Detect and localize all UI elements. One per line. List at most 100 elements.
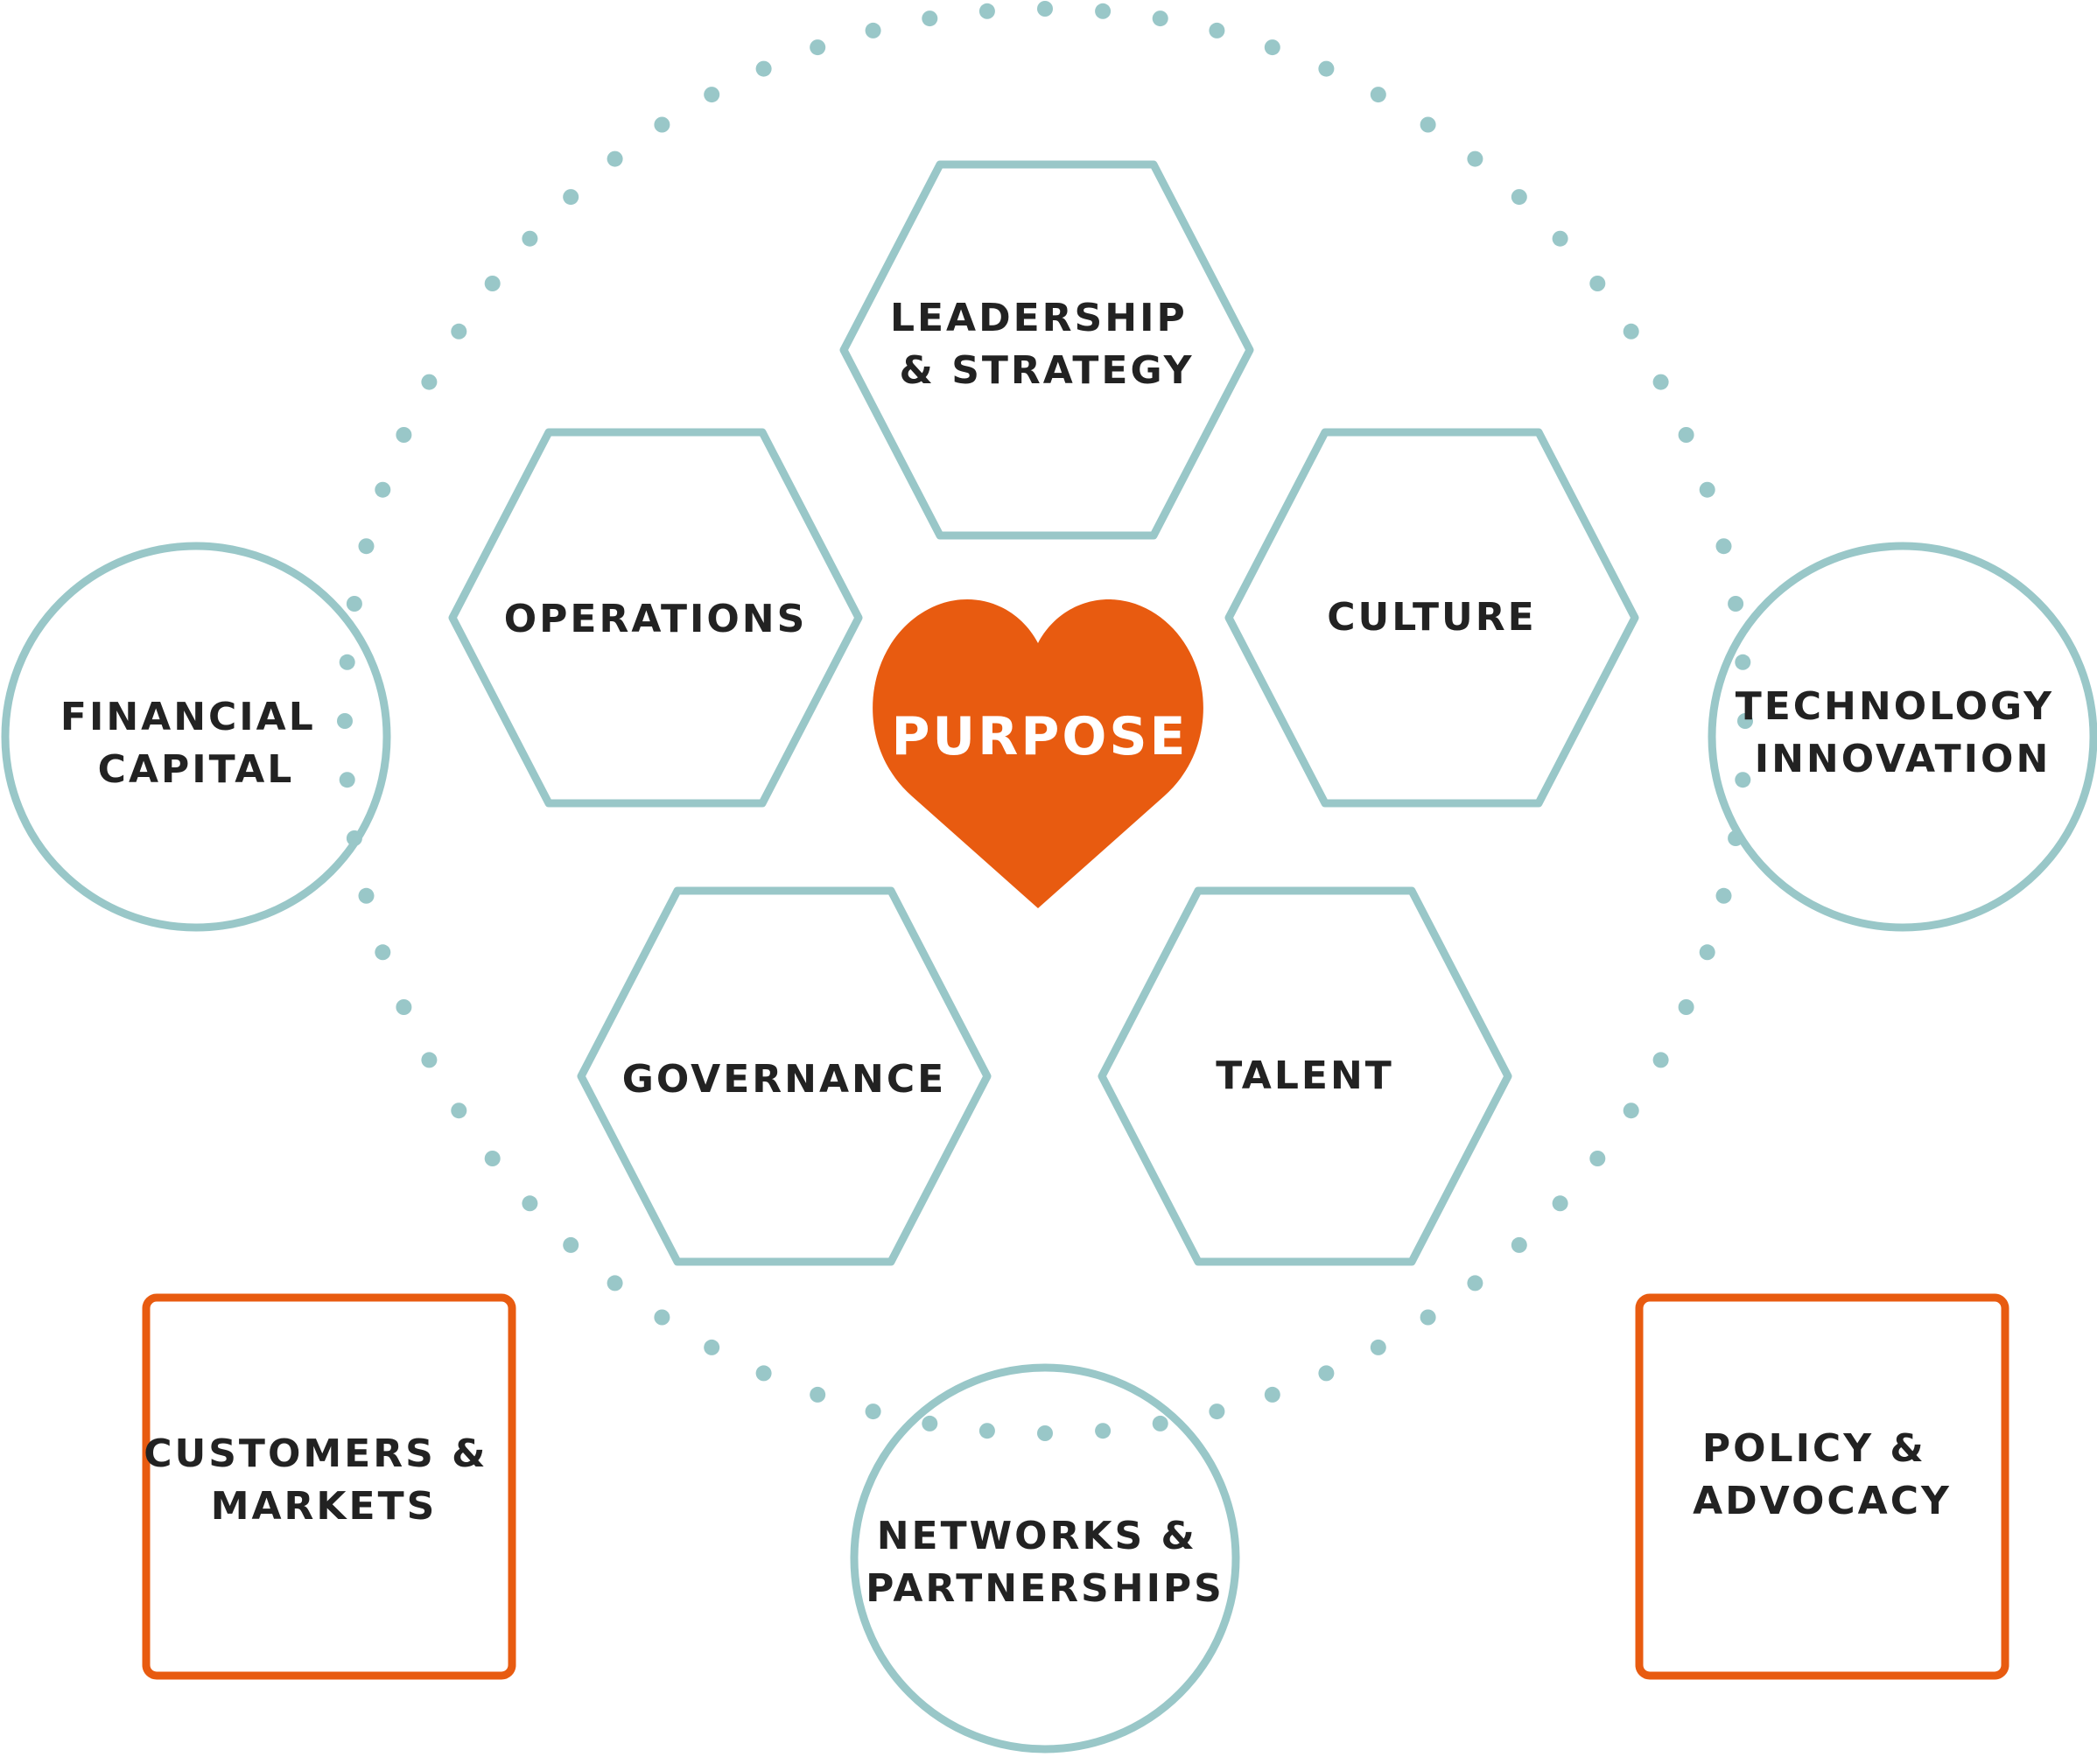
hexagon-talent: TALENT bbox=[1098, 886, 1512, 1266]
ring-dot bbox=[358, 538, 375, 555]
ring-dot bbox=[337, 713, 353, 729]
circle-label: NETWORKS & PARTNERSHIPS bbox=[866, 1514, 1224, 1611]
ring-dot bbox=[346, 596, 362, 612]
square-policy-advocacy: POLICY & ADVOCACY bbox=[1635, 1293, 2009, 1680]
ring-dot bbox=[375, 944, 391, 961]
ring-dot bbox=[1420, 116, 1436, 133]
ring-dot bbox=[1728, 596, 1744, 612]
hexagon-label: LEADERSHIP & STRATEGY bbox=[890, 296, 1203, 393]
ring-dot bbox=[704, 87, 720, 103]
ring-dot bbox=[1209, 22, 1225, 38]
ring-dot bbox=[1037, 1, 1053, 17]
ring-dot bbox=[978, 3, 995, 19]
ring-dot bbox=[755, 60, 772, 77]
ring-dot bbox=[1370, 87, 1386, 103]
ring-dot bbox=[563, 189, 579, 206]
ring-dot bbox=[978, 1423, 995, 1439]
ring-dot bbox=[484, 276, 501, 291]
ring-dot bbox=[922, 1415, 938, 1432]
ring-dot bbox=[339, 654, 355, 670]
ring-dot bbox=[339, 772, 355, 788]
square-customers-markets: CUSTOMERS & MARKETS bbox=[142, 1293, 516, 1680]
ring-dot bbox=[451, 323, 467, 340]
hexagon-shape bbox=[577, 886, 992, 1266]
ring-dot bbox=[1623, 323, 1639, 340]
square-label: POLICY & ADVOCACY bbox=[1693, 1426, 1952, 1523]
hexagon-culture: CULTURE bbox=[1224, 428, 1639, 808]
ring-dot bbox=[1467, 1275, 1483, 1292]
label-line: ADVOCACY bbox=[1693, 1479, 1952, 1523]
purpose-heart: PURPOSE bbox=[873, 599, 1203, 908]
heart-icon bbox=[873, 599, 1203, 908]
ring-dot bbox=[865, 22, 881, 38]
ring-dot bbox=[704, 1339, 720, 1355]
ring-dot bbox=[421, 1052, 438, 1068]
ring-dot bbox=[1652, 1052, 1669, 1068]
ring-dot bbox=[1552, 230, 1568, 247]
ring-dot bbox=[1511, 1236, 1527, 1253]
ring-dot bbox=[1264, 39, 1280, 56]
ring-dot bbox=[1589, 1151, 1606, 1166]
label-line: TALENT bbox=[1216, 1054, 1394, 1098]
ring-dot bbox=[396, 999, 412, 1015]
ring-dot bbox=[810, 1386, 826, 1403]
label-line: CAPITAL bbox=[98, 747, 295, 792]
ring-dot bbox=[1152, 1415, 1168, 1432]
hexagon-label: CULTURE bbox=[1327, 595, 1536, 640]
ring-dot bbox=[1652, 374, 1669, 390]
ring-dot bbox=[522, 230, 538, 247]
hexagon-leadership-strategy: LEADERSHIP & STRATEGY bbox=[839, 160, 1254, 540]
label-line: FINANCIAL bbox=[60, 695, 316, 739]
ring-dot bbox=[1715, 538, 1732, 555]
ring-dot bbox=[1511, 189, 1527, 206]
ring-dot bbox=[654, 1309, 670, 1326]
hexagon-shape bbox=[839, 160, 1254, 540]
ring-dot bbox=[922, 10, 938, 27]
ring-dot bbox=[1678, 427, 1694, 443]
label-line: MARKETS bbox=[211, 1484, 438, 1529]
hexagon-label: TALENT bbox=[1216, 1054, 1394, 1098]
ring-dot bbox=[607, 1275, 623, 1292]
ring-dot bbox=[484, 1151, 501, 1166]
ring-dot bbox=[396, 427, 412, 443]
ring-dot bbox=[1589, 276, 1606, 291]
ring-dot bbox=[1209, 1404, 1225, 1420]
ring-dot bbox=[563, 1236, 579, 1253]
hexagon-label: GOVERNANCE bbox=[622, 1057, 946, 1102]
ring-dot bbox=[421, 374, 438, 390]
label-line: CUSTOMERS & bbox=[144, 1432, 487, 1476]
ring-dot bbox=[1370, 1339, 1386, 1355]
ring-dot bbox=[1264, 1386, 1280, 1403]
label-line: INNOVATION bbox=[1755, 737, 2051, 781]
label-line: TECHNOLOGY bbox=[1736, 684, 2054, 729]
label-line: POLICY & bbox=[1702, 1426, 1926, 1471]
ring-dot bbox=[375, 481, 391, 498]
hexagon-shape bbox=[1224, 428, 1639, 808]
hexagon-operations: OPERATIONS bbox=[448, 428, 863, 808]
ring-dot bbox=[654, 116, 670, 133]
ring-dot bbox=[1678, 999, 1694, 1015]
ring-dot bbox=[1737, 713, 1753, 729]
label-line: & STRATEGY bbox=[900, 348, 1195, 393]
circle-financial-capital: FINANCIAL CAPITAL bbox=[1, 542, 391, 932]
ring-dot bbox=[1318, 1365, 1335, 1382]
ring-dot bbox=[1715, 887, 1732, 904]
ring-dot bbox=[607, 150, 623, 167]
square-label: CUSTOMERS & MARKETS bbox=[144, 1432, 504, 1529]
ring-dot bbox=[1152, 10, 1168, 27]
ring-dot bbox=[755, 1365, 772, 1382]
ring-dot bbox=[1318, 60, 1335, 77]
label-line: NETWORKS & bbox=[877, 1514, 1197, 1558]
ring-dot bbox=[1420, 1309, 1436, 1326]
ring-dot bbox=[1735, 654, 1751, 670]
ring-dot bbox=[1095, 1423, 1112, 1439]
label-line: PARTNERSHIPS bbox=[866, 1566, 1224, 1611]
ring-dot bbox=[810, 39, 826, 56]
ring-dot bbox=[358, 887, 375, 904]
ring-dot bbox=[1552, 1195, 1568, 1212]
ring-dot bbox=[1699, 944, 1715, 961]
label-line: LEADERSHIP bbox=[890, 296, 1188, 340]
hexagon-label: OPERATIONS bbox=[504, 597, 808, 641]
circle-label: TECHNOLOGY INNOVATION bbox=[1736, 684, 2071, 781]
